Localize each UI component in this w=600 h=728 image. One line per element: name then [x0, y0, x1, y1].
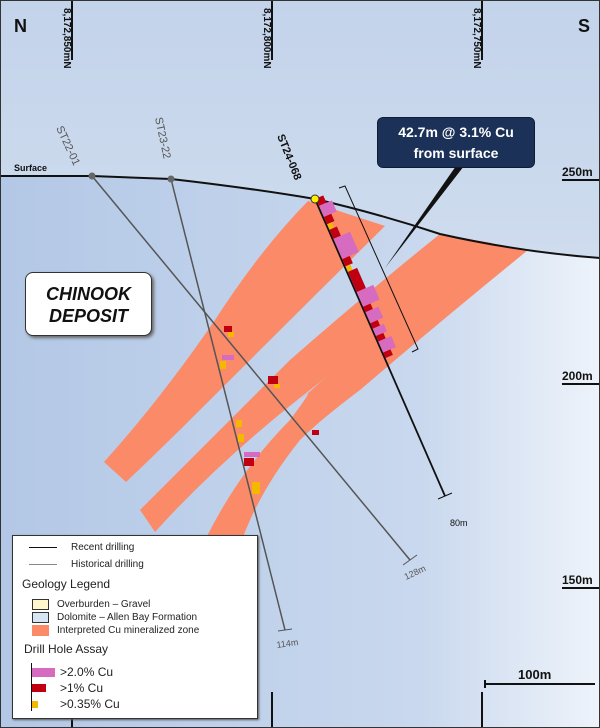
northing-label: 8,172,750mN — [471, 8, 482, 69]
legend-label: Recent drilling — [71, 542, 135, 553]
historical-line-swatch — [29, 564, 57, 565]
mineralized-band-2 — [140, 234, 492, 532]
legend-mineralized: Interpreted Cu mineralized zone — [32, 625, 199, 636]
hole-depth: 114m — [276, 637, 299, 650]
hole-depth: 80m — [450, 518, 468, 528]
elevation-label: 200m — [562, 369, 593, 383]
callout-pointer — [385, 166, 464, 268]
swatch — [32, 667, 55, 677]
legend-assay-high: >2.0% Cu — [32, 665, 113, 679]
surface-label: Surface — [14, 163, 47, 173]
assay-intervals — [315, 195, 397, 359]
legend: Recent drilling Historical drilling Geol… — [12, 535, 258, 719]
elevation-label: 250m — [562, 165, 593, 179]
legend-label: >0.35% Cu — [60, 697, 120, 711]
surface-line — [0, 175, 600, 259]
legend-label: Dolomite – Allen Bay Formation — [57, 612, 198, 623]
northing-ticks — [71, 0, 600, 728]
scale-bar-label: 100m — [518, 667, 551, 682]
elevation-label: 150m — [562, 573, 593, 587]
legend-recent: Recent drilling — [29, 542, 134, 553]
deposit-type: DEPOSIT — [48, 306, 128, 326]
compass-north: N — [14, 16, 27, 36]
intercept-bracket — [338, 185, 419, 353]
callout-line-2: from surface — [413, 145, 499, 161]
legend-label: Overburden – Gravel — [57, 599, 151, 610]
legend-label: >1% Cu — [60, 681, 104, 695]
historical-assays — [220, 326, 319, 494]
legend-historical: Historical drilling — [29, 559, 144, 570]
compass-south: S — [578, 16, 590, 36]
northing-label: 8,172,800mN — [261, 8, 272, 69]
mineralized-band-1 — [104, 201, 385, 482]
mineralized-band-3 — [205, 242, 528, 540]
callout-line-1: 42.7m @ 3.1% Cu — [398, 124, 514, 140]
legend-overburden: Overburden – Gravel — [32, 599, 150, 610]
deposit-name: CHINOOK — [46, 284, 131, 304]
northing-label: 8,172,850mN — [61, 8, 72, 69]
swatch — [32, 684, 46, 692]
legend-assay-mid: >1% Cu — [32, 681, 103, 695]
legend-label: >2.0% Cu — [60, 665, 114, 679]
geology-legend-title: Geology Legend — [22, 577, 111, 591]
intercept-callout: 42.7m @ 3.1% Cu from surface — [377, 117, 535, 168]
swatch — [32, 625, 49, 636]
recent-line-swatch — [29, 547, 57, 548]
swatch — [32, 599, 49, 610]
deposit-label-box: CHINOOK DEPOSIT — [25, 272, 152, 336]
swatch — [32, 700, 38, 708]
legend-dolomite: Dolomite – Allen Bay Formation — [32, 612, 197, 623]
assay-legend-title: Drill Hole Assay — [24, 642, 109, 656]
legend-label: Interpreted Cu mineralized zone — [57, 625, 200, 636]
legend-assay-low: >0.35% Cu — [32, 697, 120, 711]
legend-label: Historical drilling — [71, 559, 144, 570]
assay-axis — [31, 663, 32, 711]
swatch — [32, 612, 49, 623]
